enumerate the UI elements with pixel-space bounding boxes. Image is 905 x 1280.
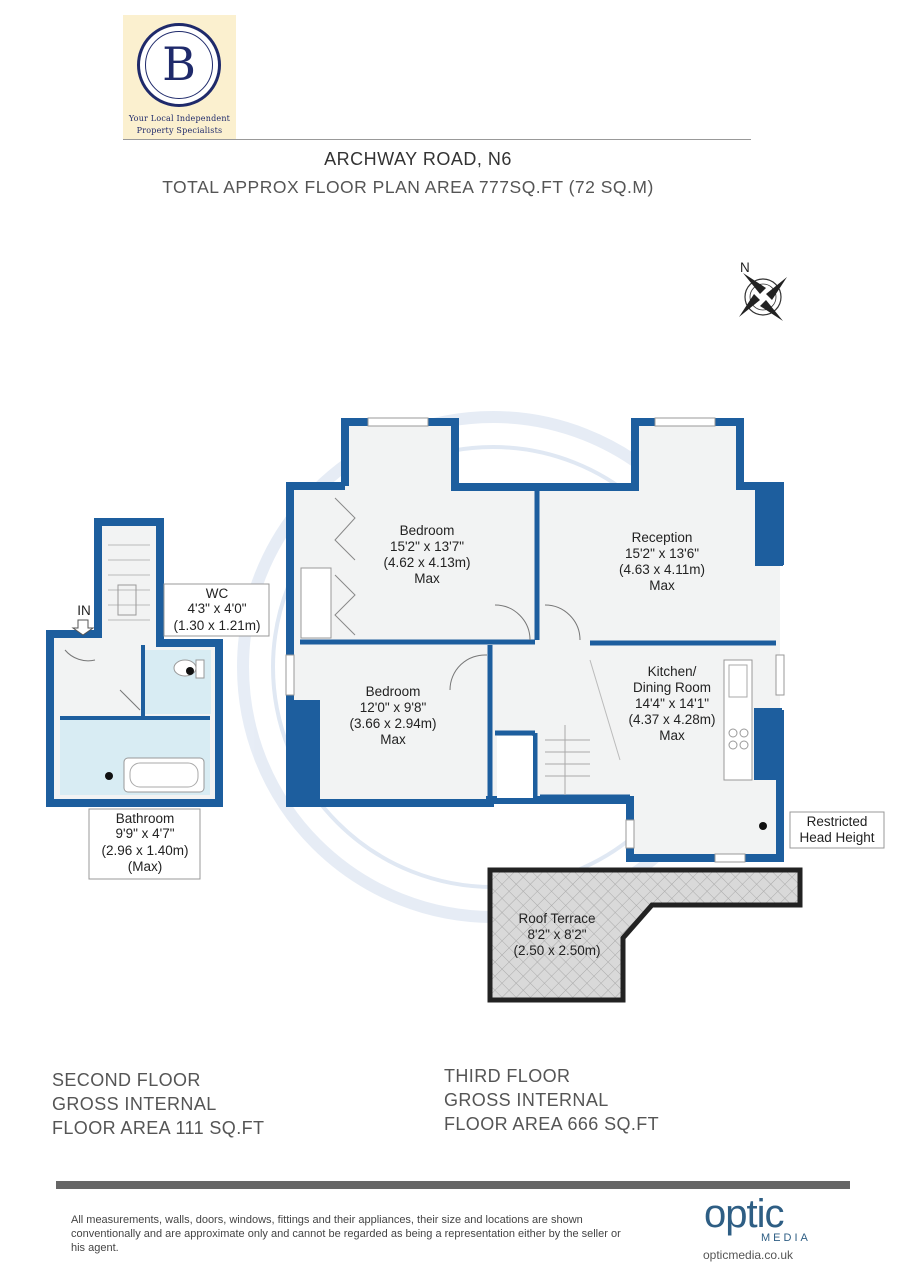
kitchen-name-2: Dining Room [633, 680, 711, 695]
restricted-line-2: Head Height [799, 830, 874, 845]
disclaimer-text: All measurements, walls, doors, windows,… [71, 1214, 621, 1254]
second-floor-area: SECOND FLOOR GROSS INTERNAL FLOOR AREA 1… [52, 1068, 264, 1140]
kitchen-imperial: 14'4" x 14'1" [635, 696, 709, 711]
optic-media-url: opticmedia.co.uk [703, 1248, 794, 1262]
reception-imperial: 15'2" x 13'6" [625, 546, 699, 561]
reception-name: Reception [632, 530, 693, 545]
kitchen-note: Max [659, 728, 685, 743]
logo-emblem: B [137, 23, 221, 107]
reception-metric: (4.63 x 4.11m) [619, 562, 705, 577]
optic-media-sub: MEDIA [761, 1232, 811, 1244]
wc-imperial: 4'3" x 4'0" [187, 601, 246, 616]
logo-tagline-1: Your Local Independent [128, 114, 231, 123]
total-area-subtitle: TOTAL APPROX FLOOR PLAN AREA 777SQ.FT (7… [162, 177, 654, 197]
restricted-label-box [789, 811, 885, 849]
restricted-line-1: Restricted [807, 814, 868, 829]
bedroom1-metric: (4.62 x 4.13m) [383, 555, 470, 570]
second-floor-line-2: GROSS INTERNAL [52, 1094, 217, 1114]
reception-note: Max [649, 578, 675, 593]
bathroom-imperial: 9'9" x 4'7" [115, 826, 174, 841]
bedroom1-imperial: 15'2" x 13'7" [390, 539, 464, 554]
property-title: ARCHWAY ROAD, N6 [324, 149, 512, 169]
terrace-metric: (2.50 x 2.50m) [513, 943, 600, 958]
bedroom1-name: Bedroom [400, 523, 455, 538]
third-floor-line-2: GROSS INTERNAL [444, 1090, 609, 1110]
third-floor-line-1: THIRD FLOOR [444, 1066, 571, 1086]
second-floor-line-3: FLOOR AREA 111 SQ.FT [52, 1118, 265, 1138]
wc-metric: (1.30 x 1.21m) [173, 618, 260, 633]
bathroom-label-box [88, 808, 201, 880]
bathroom-metric: (2.96 x 1.40m) [101, 843, 188, 858]
wc-name: WC [206, 586, 229, 601]
bathroom-name: Bathroom [116, 811, 175, 826]
second-floor-plan [46, 518, 223, 807]
compass-north-label: N [740, 260, 750, 275]
bedroom2-note: Max [380, 732, 406, 747]
compass-icon [739, 273, 787, 321]
bedroom2-imperial: 12'0" x 9'8" [360, 700, 427, 715]
kitchen-name-1: Kitchen/ [648, 664, 697, 679]
bathroom-note: (Max) [128, 859, 163, 874]
second-floor-line-1: SECOND FLOOR [52, 1070, 201, 1090]
roof-terrace [487, 867, 803, 1003]
third-floor-area: THIRD FLOOR GROSS INTERNAL FLOOR AREA 66… [444, 1064, 659, 1136]
logo-tagline-2: Property Specialists [136, 126, 223, 135]
entry-label: IN [77, 603, 91, 618]
terrace-imperial: 8'2" x 8'2" [527, 927, 586, 942]
footer-bar [56, 1181, 850, 1189]
third-floor-line-3: FLOOR AREA 666 SQ.FT [444, 1114, 660, 1134]
bedroom2-metric: (3.66 x 2.94m) [349, 716, 436, 731]
terrace-name: Roof Terrace [518, 911, 595, 926]
header-divider [123, 139, 751, 140]
agency-logo: B Your Local Independent Property Specia… [123, 15, 236, 139]
kitchen-metric: (4.37 x 4.28m) [628, 712, 715, 727]
third-floor-plan [285, 417, 785, 863]
bedroom1-note: Max [414, 571, 440, 586]
wc-label-box [163, 583, 270, 637]
optic-media-logo: optic [704, 1192, 784, 1236]
bedroom2-name: Bedroom [366, 684, 421, 699]
